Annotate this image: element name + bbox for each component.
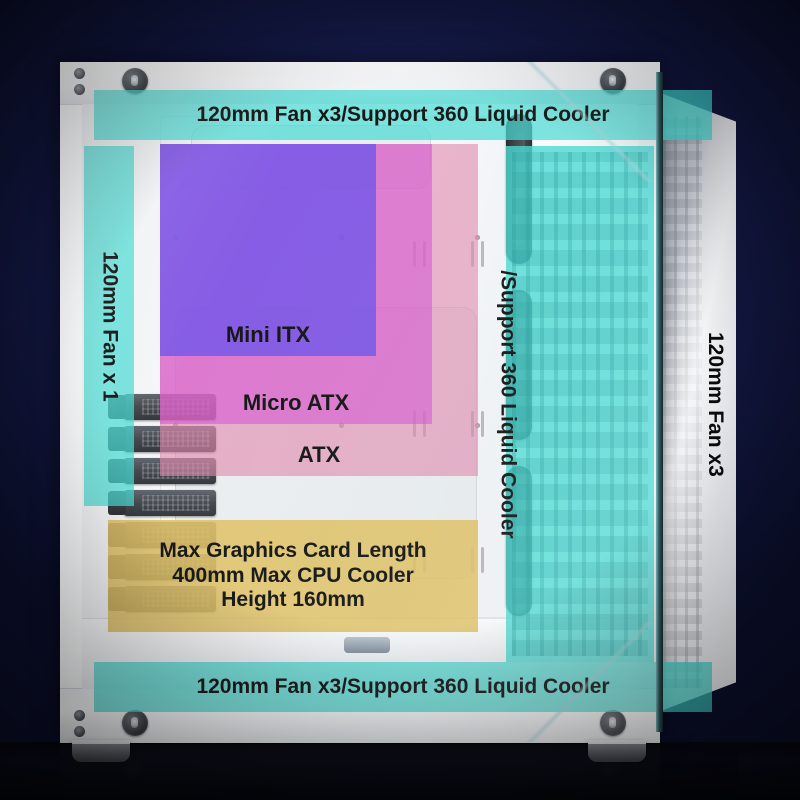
mini-itx-zone: Mini ITX bbox=[160, 144, 376, 356]
top-left-io-ports bbox=[74, 68, 86, 98]
top-fan-label: 120mm Fan x3/Support 360 Liquid Cooler bbox=[196, 102, 610, 126]
rear-fan-label-line-2: /Support 360 Liquid Cooler bbox=[497, 269, 521, 539]
rear-fan-zone: 120mm Fan x3 /Support 360 Liquid Cooler bbox=[497, 146, 727, 662]
pc-case: ATX Micro ATX Mini ITX Max Graphics Card… bbox=[60, 62, 738, 762]
gpu-clearance-line-1: Max Graphics Card Length bbox=[159, 538, 427, 562]
gpu-clearance-zone: Max Graphics Card Length 400mm Max CPU C… bbox=[108, 520, 478, 632]
mini-itx-label: Mini ITX bbox=[225, 322, 311, 348]
bottom-right-thumbscrew[interactable] bbox=[600, 710, 626, 736]
gpu-clearance-line-2: 400mm Max CPU Cooler bbox=[172, 563, 414, 587]
bottom-right-indicator-dots bbox=[640, 712, 648, 738]
micro-atx-label: Micro ATX bbox=[242, 390, 350, 416]
chassis-shell: ATX Micro ATX Mini ITX Max Graphics Card… bbox=[60, 62, 727, 743]
glass-edge bbox=[656, 72, 663, 732]
bottom-left-io-ports bbox=[74, 710, 86, 740]
atx-label: ATX bbox=[297, 442, 341, 468]
bottom-left-thumbscrew[interactable] bbox=[122, 710, 148, 736]
top-fan-zone: 120mm Fan x3/Support 360 Liquid Cooler bbox=[94, 90, 712, 140]
side-fan-zone: 120mm Fan x 1 bbox=[84, 146, 134, 506]
side-fan-label: 120mm Fan x 1 bbox=[98, 250, 122, 402]
bottom-fan-label: 120mm Fan x3/Support 360 Liquid Cooler bbox=[196, 674, 610, 698]
bottom-fan-zone: 120mm Fan x3/Support 360 Liquid Cooler bbox=[94, 662, 712, 712]
rear-fan-label-line-1: 120mm Fan x3 bbox=[703, 331, 727, 477]
reflection-fade bbox=[60, 744, 738, 800]
gpu-clearance-line-3: Height 160mm bbox=[221, 588, 365, 612]
pci-slot-cover-4[interactable] bbox=[108, 490, 216, 516]
rear-fan-vent-pattern bbox=[512, 152, 648, 656]
